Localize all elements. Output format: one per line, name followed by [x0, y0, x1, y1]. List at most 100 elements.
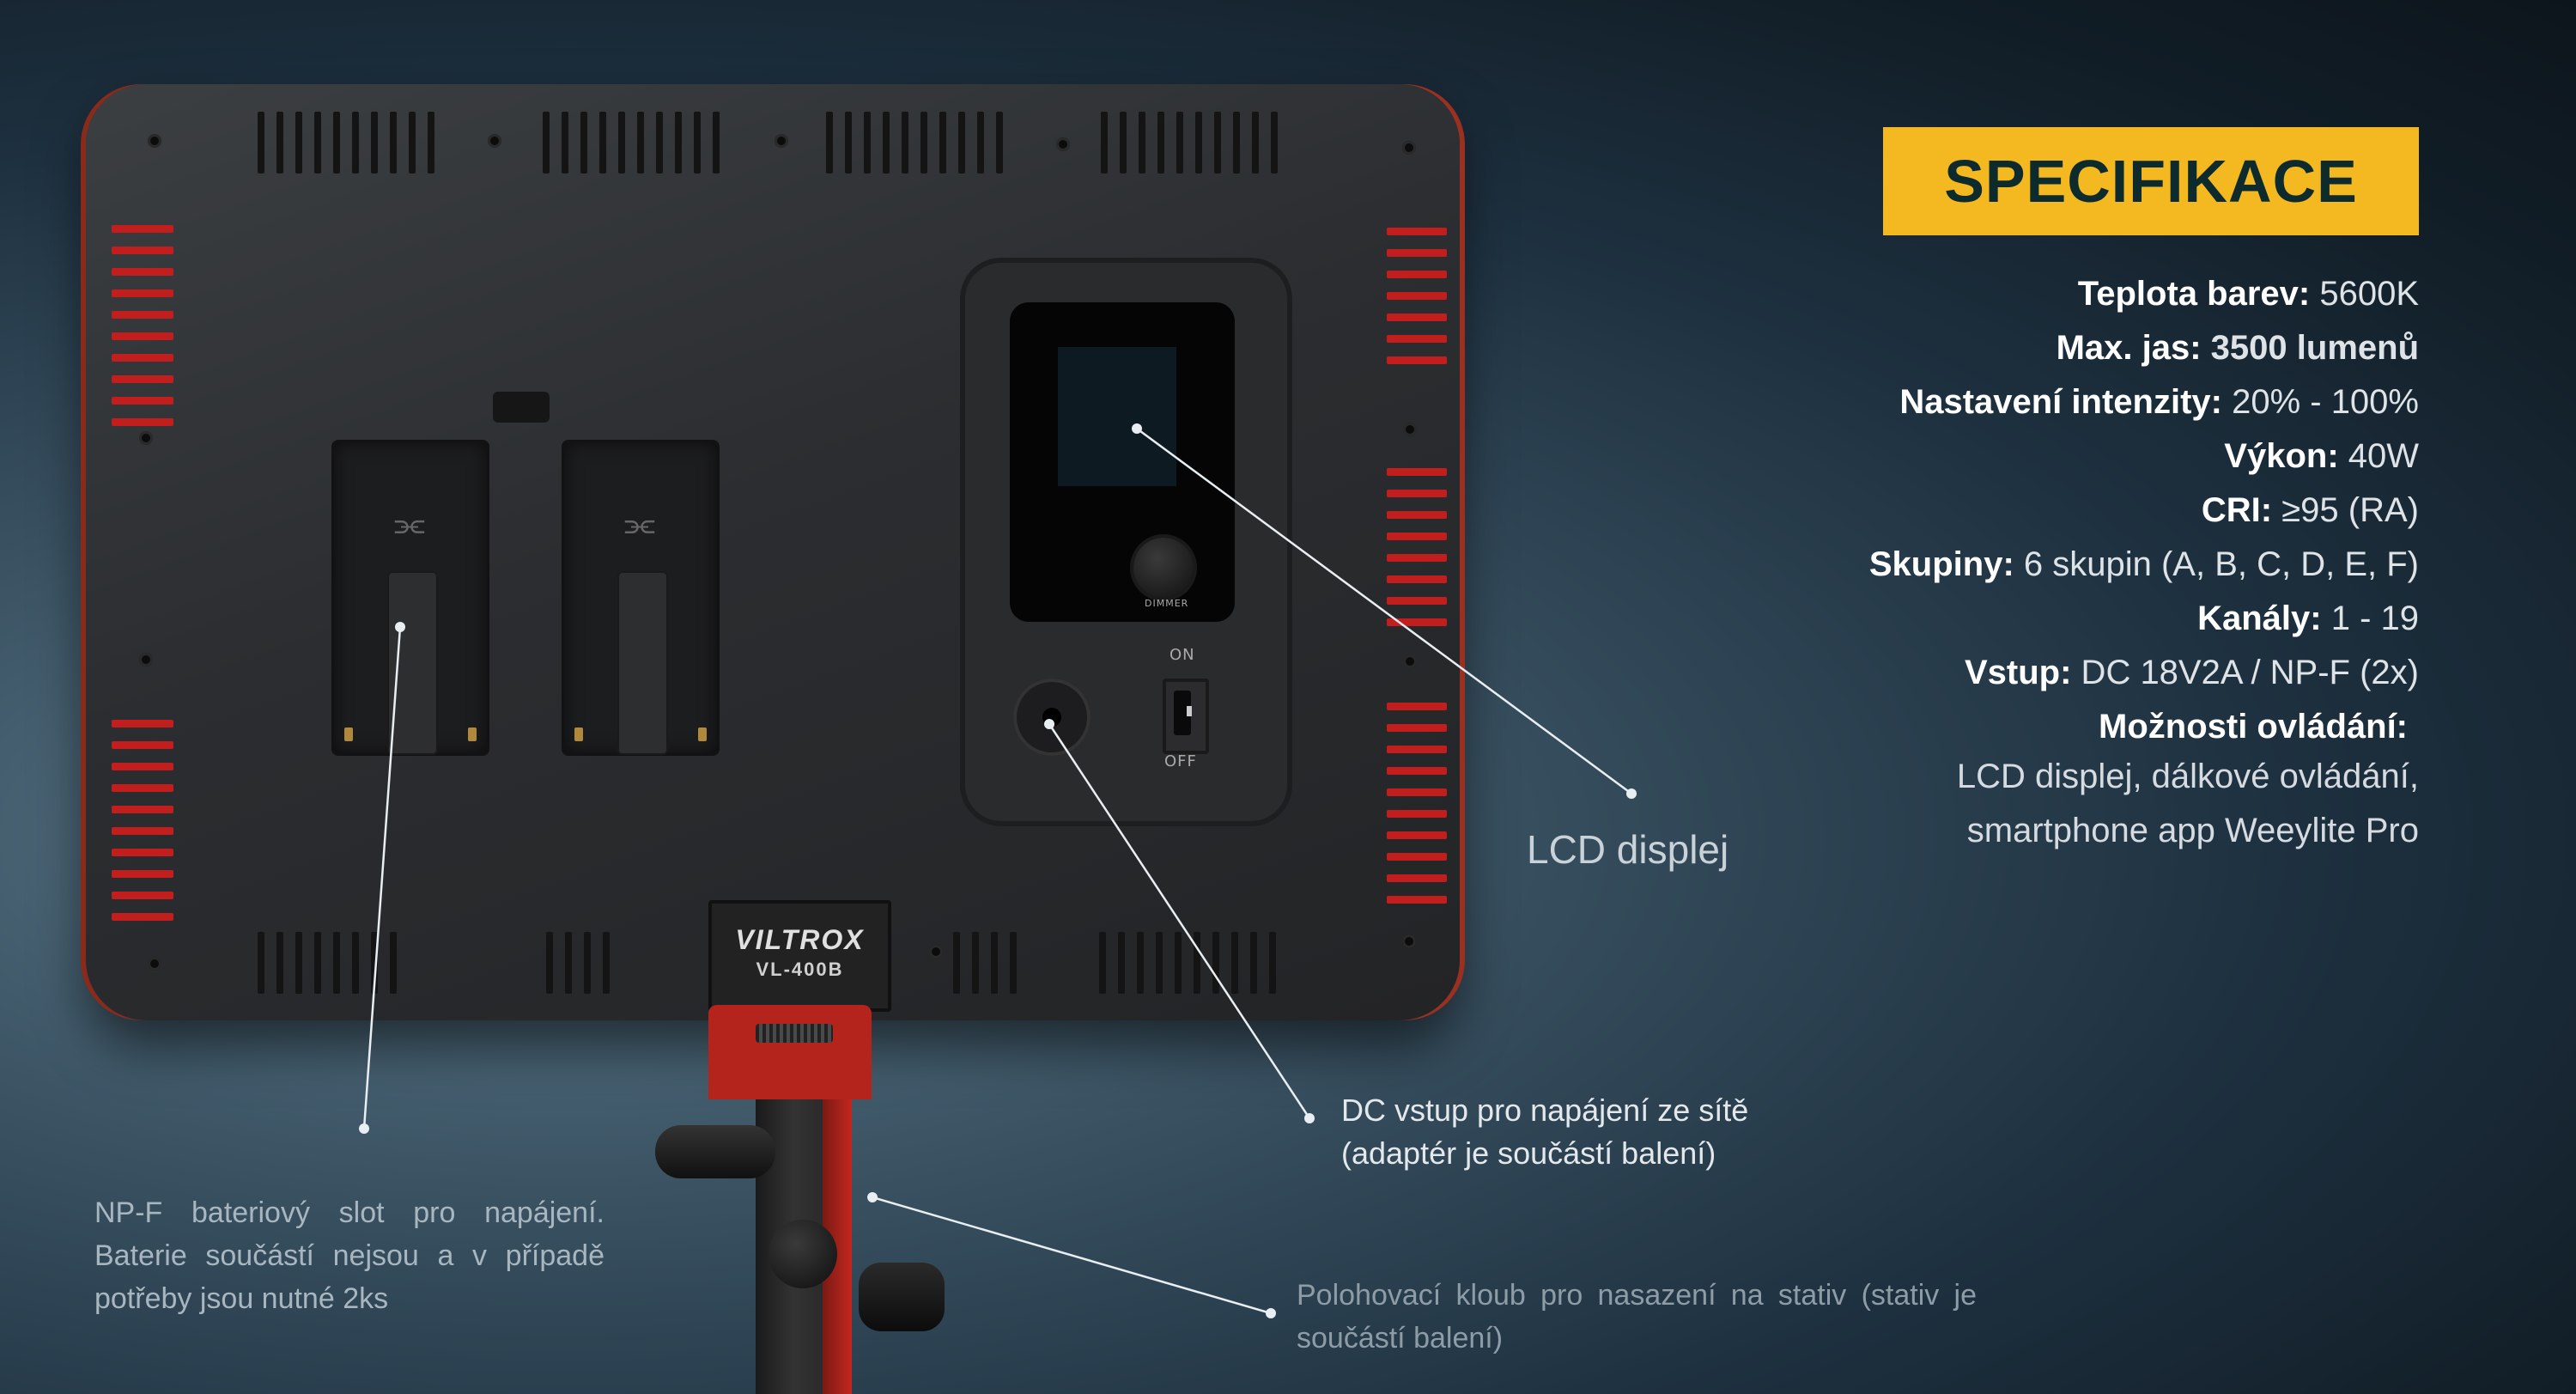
- vent-slat: [1233, 112, 1240, 173]
- contact-pin: [344, 727, 353, 741]
- callout-dot: [1626, 788, 1637, 799]
- screw: [139, 653, 153, 667]
- control-options-line-2: smartphone app Weeylite Pro: [1966, 812, 2419, 849]
- vent-slat: [618, 112, 625, 173]
- lock-knob[interactable]: [859, 1263, 945, 1331]
- switch-rocker: [1174, 691, 1192, 735]
- contact-pin: [574, 727, 583, 741]
- vent-slat: [883, 112, 890, 173]
- vent-slat: [258, 112, 264, 173]
- dc-callout-line: [1048, 723, 1311, 1119]
- vent-slat: [112, 332, 173, 340]
- vent-slat: [864, 112, 871, 173]
- vent-slat: [546, 932, 553, 994]
- vent-slat: [1387, 292, 1447, 300]
- screw: [148, 134, 161, 148]
- vent-slat: [1387, 853, 1447, 861]
- vent-slat: [1137, 932, 1144, 994]
- pivot-knob[interactable]: [769, 1220, 837, 1288]
- spec-row: Výkon: 40W: [1560, 435, 2419, 477]
- vent-slat: [112, 870, 173, 878]
- spec-value: 5600K: [2310, 275, 2419, 313]
- power-switch[interactable]: [1163, 679, 1209, 754]
- vent-slat: [845, 112, 852, 173]
- vent-slat: [112, 225, 173, 233]
- vent-slat: [1118, 932, 1125, 994]
- contact-pin: [698, 727, 707, 741]
- vent-slat: [543, 112, 550, 173]
- vent-slat: [1387, 313, 1447, 321]
- spec-row: Nastavení intenzity: 20% - 100%: [1560, 381, 2419, 423]
- vent-slat: [565, 932, 572, 994]
- vent-slat: [1252, 112, 1259, 173]
- spec-title: SPECIFIKACE: [1883, 127, 2419, 235]
- vent-slat: [972, 932, 979, 994]
- vent-slat: [1157, 112, 1164, 173]
- vent-slat: [1176, 112, 1183, 173]
- spec-row: Teplota barev: 5600K: [1560, 273, 2419, 314]
- tilt-knob[interactable]: [655, 1125, 775, 1178]
- spec-row: Max. jas: 3500 lumenů: [1560, 327, 2419, 368]
- vent-slat: [112, 763, 173, 770]
- mount-thread: [756, 1024, 833, 1043]
- vent-slat: [1387, 831, 1447, 839]
- mount-block: [708, 1005, 872, 1099]
- vent-slat: [562, 112, 568, 173]
- vent-slat: [902, 112, 908, 173]
- lcd-callout-line: [1136, 427, 1632, 795]
- vent-slat: [675, 112, 682, 173]
- slot-arrow-icon: ⫘: [624, 504, 655, 544]
- spec-value: 40W: [2338, 437, 2419, 475]
- vent-slat: [333, 112, 340, 173]
- vent-slat: [1387, 356, 1447, 364]
- spec-label: Teplota barev:: [2077, 275, 2311, 313]
- slot-arrow-icon: ⫘: [394, 504, 425, 544]
- brand-badge: VILTROX VL-400B: [708, 900, 891, 1012]
- vent-slat: [371, 932, 378, 994]
- battery-callout-line: [362, 626, 402, 1129]
- callout-dot: [1044, 719, 1054, 729]
- vent-slat: [112, 892, 173, 899]
- vent-slat: [258, 932, 264, 994]
- vent-slat: [603, 932, 610, 994]
- vent-slat: [939, 112, 946, 173]
- vent-slat: [352, 932, 359, 994]
- vent-slat: [428, 112, 434, 173]
- callout-dot: [1132, 423, 1142, 434]
- callout-dot: [359, 1123, 369, 1134]
- spec-row: CRI: ≥95 (RA): [1560, 490, 2419, 531]
- screw: [1402, 141, 1416, 155]
- vent-slat: [713, 112, 720, 173]
- vent-slat: [1010, 932, 1017, 994]
- dc-callout-line-1: DC vstup pro napájení ze sítě: [1341, 1093, 1749, 1128]
- vent-slat: [958, 112, 965, 173]
- model-name: VL-400B: [756, 959, 844, 980]
- battery-slot-right: ⫘: [562, 440, 720, 756]
- vent-slat: [1387, 788, 1447, 796]
- dimmer-knob[interactable]: [1133, 538, 1194, 598]
- screw: [1402, 934, 1416, 948]
- spec-label: Výkon:: [2224, 437, 2339, 475]
- spec-value: ≥95 (RA): [2272, 491, 2419, 529]
- vent-slat: [694, 112, 701, 173]
- vent-slat: [1387, 228, 1447, 235]
- vent-slat: [656, 112, 663, 173]
- spec-label: Nastavení intenzity:: [1899, 383, 2222, 421]
- lcd-screen: [1058, 347, 1176, 486]
- battery-label-plate: [617, 571, 668, 755]
- screw: [1403, 654, 1417, 668]
- vent-slat: [1212, 932, 1219, 994]
- vent-slat: [920, 112, 927, 173]
- dc-jack[interactable]: [1013, 679, 1091, 756]
- screw: [929, 945, 943, 959]
- vent-slat: [112, 806, 173, 813]
- vent-slat: [1387, 810, 1447, 818]
- spec-value: 1 - 19: [2321, 600, 2419, 637]
- screw: [775, 134, 788, 148]
- battery-label-plate: [387, 571, 438, 755]
- callout-dot: [867, 1192, 878, 1202]
- brand-name: VILTROX: [735, 924, 865, 955]
- vent-slat: [112, 289, 173, 297]
- vent-slat: [1387, 335, 1447, 343]
